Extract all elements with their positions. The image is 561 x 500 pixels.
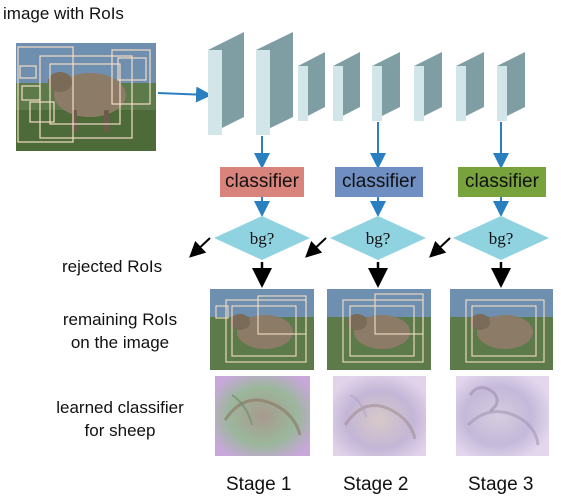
- classifier-label: classifier: [342, 171, 416, 192]
- remaining-rois-label: remaining RoIs on the image: [40, 310, 200, 353]
- learned-classifier-line-1: learned classifier: [56, 398, 184, 417]
- decision-diamond-stage-3: bg?: [453, 216, 549, 260]
- learned-classifier-label: learned classifier for sheep: [30, 398, 210, 441]
- stage-3-label: Stage 3: [468, 474, 534, 495]
- classifier-box-stage-3: classifier: [458, 167, 546, 197]
- classifier-label: classifier: [225, 171, 299, 192]
- classifier-box-stage-1: classifier: [220, 167, 304, 197]
- input-image: [16, 43, 156, 151]
- remaining-image-stage-3: [450, 289, 553, 370]
- layer-1: [208, 32, 244, 135]
- network-layers: [208, 32, 525, 135]
- classifier-box-stage-2: classifier: [335, 167, 423, 197]
- decision-diamond-stage-2: bg?: [330, 216, 426, 260]
- decision-label: bg?: [250, 229, 275, 248]
- learned-visual-stage-2: [333, 376, 426, 456]
- diagram-title: image with RoIs: [3, 4, 124, 23]
- remaining-image-stage-1: [210, 289, 314, 370]
- stage-1-label: Stage 1: [226, 474, 292, 495]
- layer-7: [456, 52, 484, 121]
- layer-8: [497, 52, 525, 121]
- remaining-image-stage-2: [327, 289, 431, 370]
- layer-2: [256, 32, 293, 135]
- classifier-label: classifier: [465, 171, 539, 192]
- decision-diamond-stage-1: bg?: [214, 216, 310, 260]
- stage-2-label: Stage 2: [343, 474, 409, 495]
- decision-label: bg?: [366, 229, 391, 248]
- learned-visual-stage-1: [215, 376, 310, 456]
- layer-6: [414, 52, 442, 121]
- learned-visual-stage-3: [456, 376, 549, 456]
- layer-3: [298, 52, 325, 121]
- remaining-rois-line-1: remaining RoIs: [62, 310, 178, 329]
- decision-label: bg?: [489, 229, 514, 248]
- learned-classifier-line-2: for sheep: [84, 421, 156, 440]
- layer-4: [333, 52, 360, 121]
- rejected-rois-label: rejected RoIs: [62, 257, 163, 276]
- remaining-rois-line-2: on the image: [70, 333, 170, 352]
- layer-5: [372, 52, 400, 121]
